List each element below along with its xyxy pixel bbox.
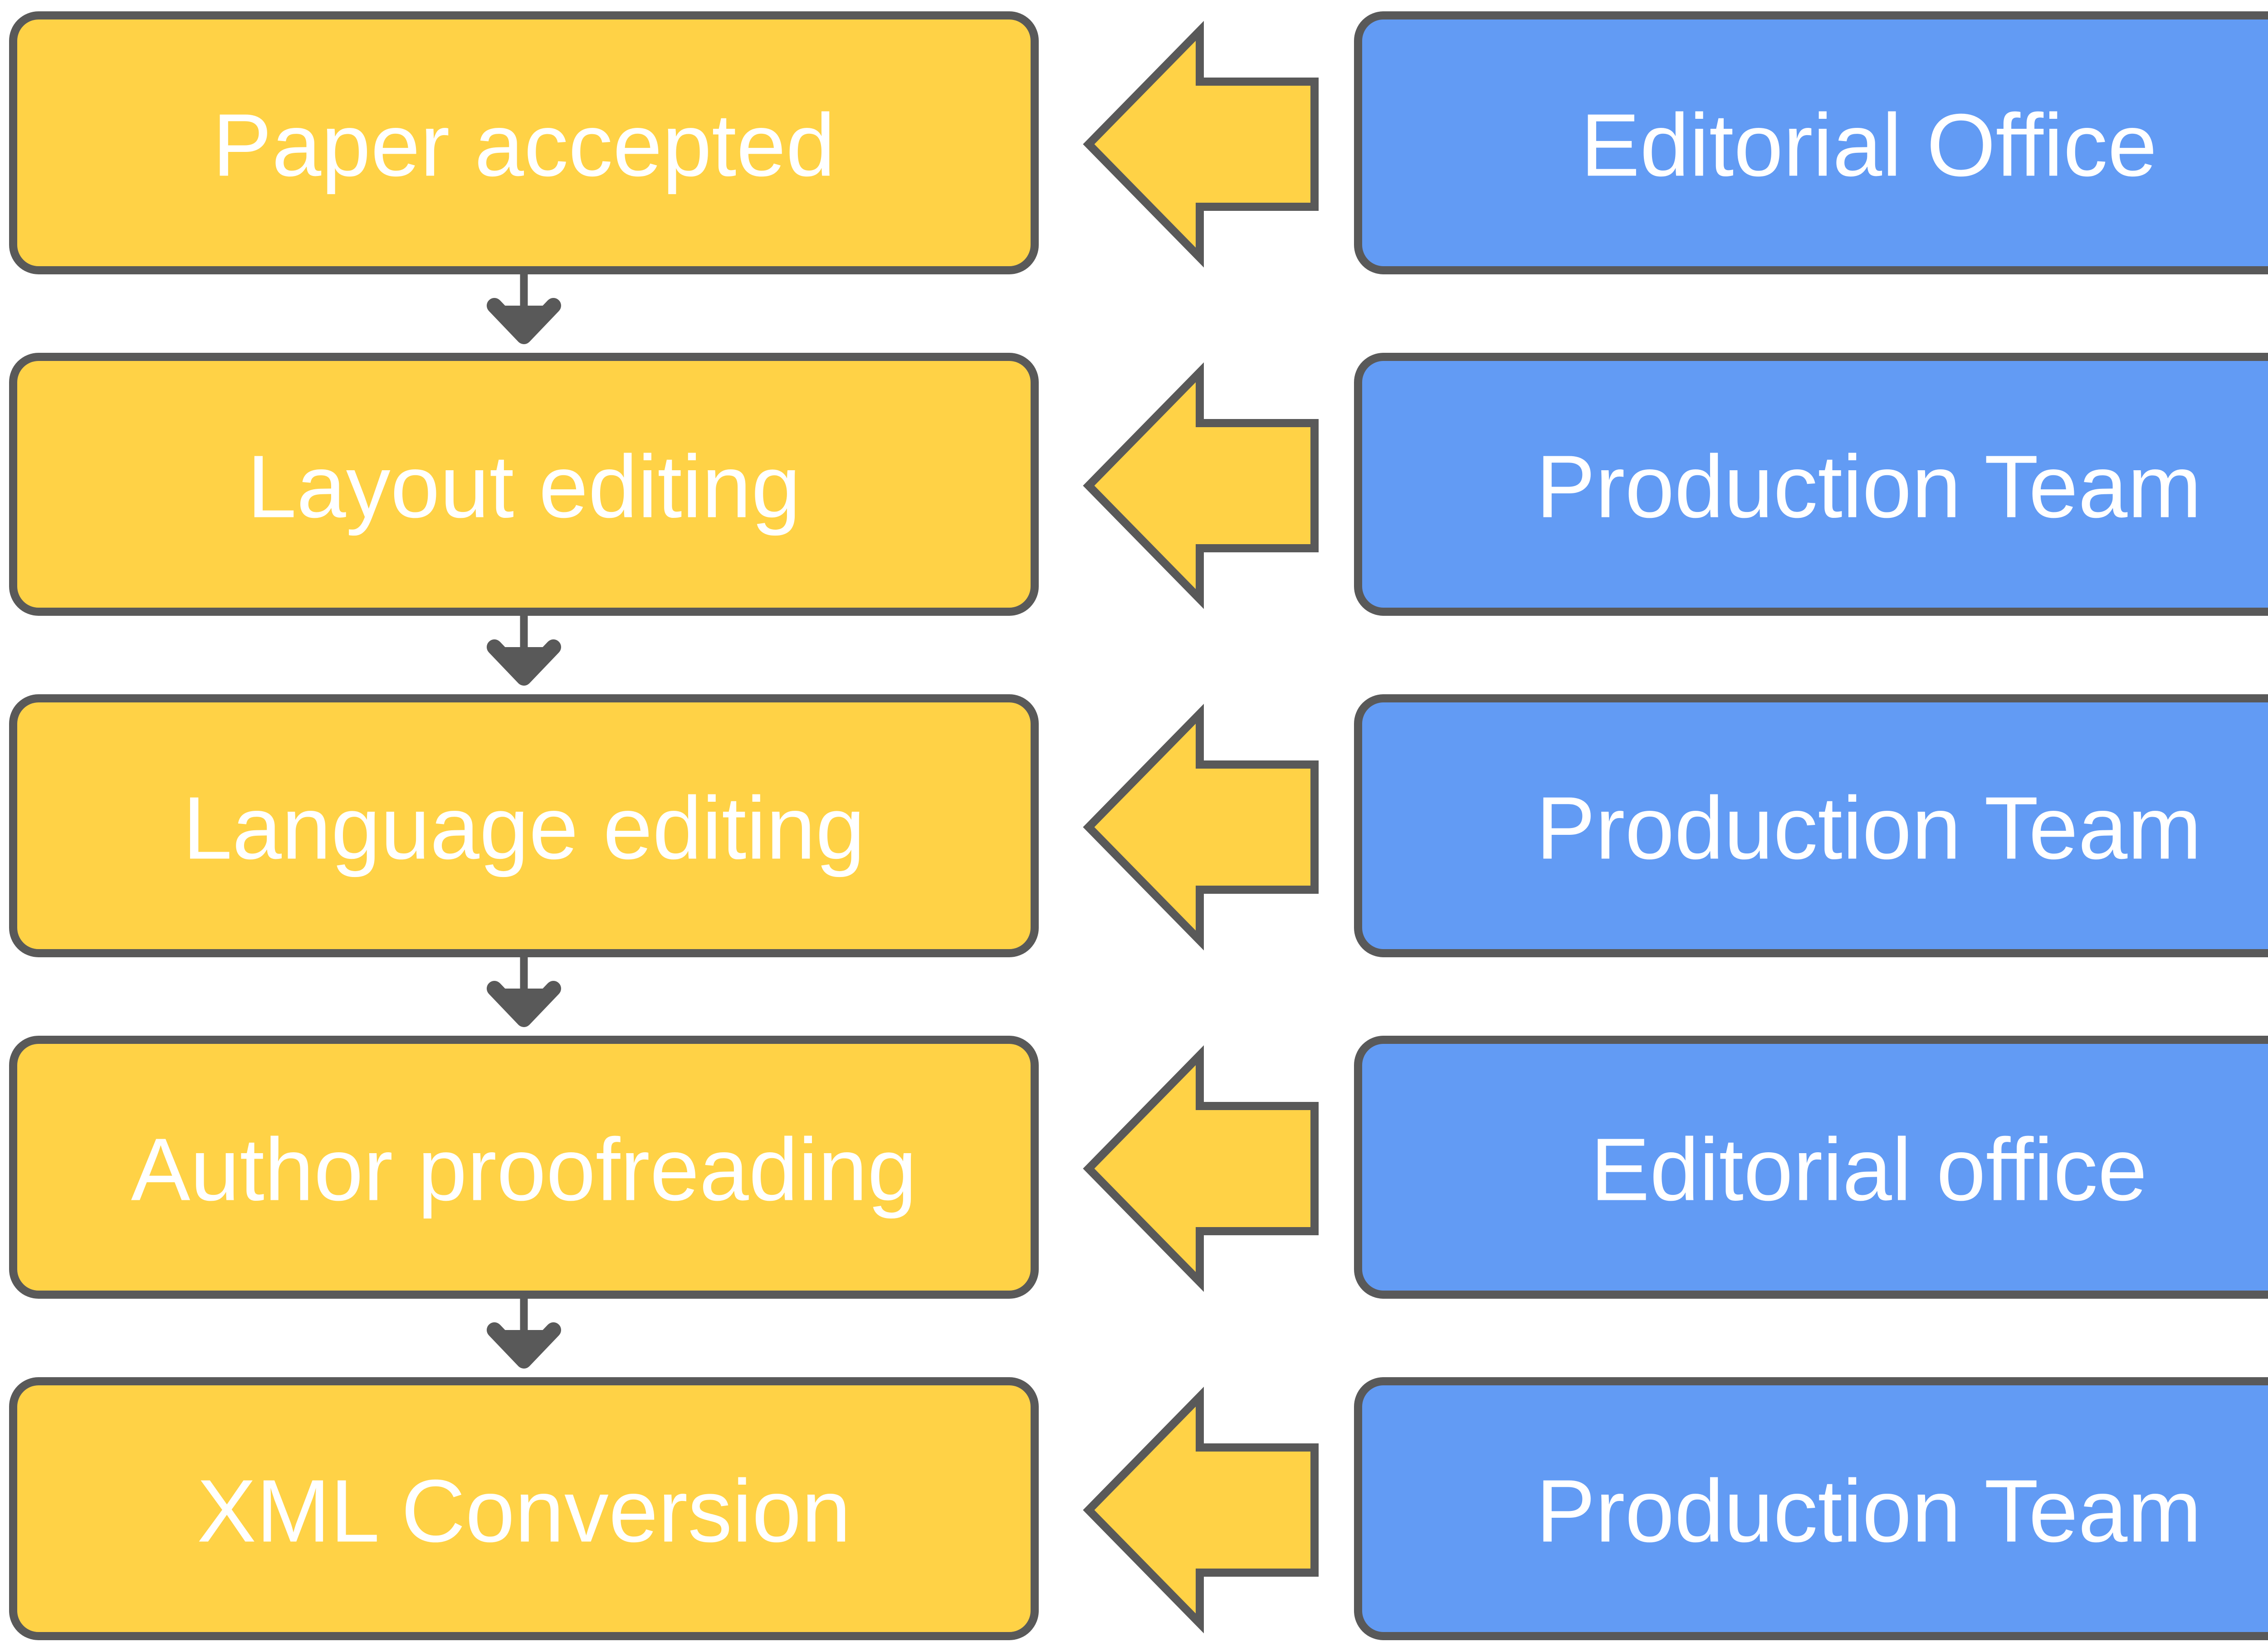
actor-label-3: Production Team [1536, 779, 2201, 878]
flow-connector-arrowhead-3 [487, 981, 561, 1027]
actor-label-5: Production Team [1536, 1462, 2201, 1561]
stage-box-2[interactable] [9, 353, 1039, 616]
actor-box-2[interactable] [1354, 353, 2268, 616]
assignment-arrow-3 [1083, 703, 1319, 951]
actor-box-1[interactable] [1354, 11, 2268, 274]
stage-label-3: Language editing [183, 779, 865, 878]
actor-box-3[interactable] [1354, 694, 2268, 957]
flow-connector-arrowhead-2 [487, 639, 561, 686]
actor-box-5[interactable] [1354, 1377, 2268, 1640]
actor-label-1: Editorial Office [1581, 96, 2157, 195]
stage-label-1: Paper accepted [213, 96, 836, 195]
stage-box-3[interactable] [9, 694, 1039, 957]
assignment-arrow-5 [1083, 1386, 1319, 1634]
stage-box-1[interactable] [9, 11, 1039, 274]
workflow-row-5: XML Conversion Production Team [9, 1377, 2268, 1640]
workflow-row-3: Language editing Production Team [9, 694, 2268, 1027]
actor-label-2: Production Team [1536, 437, 2201, 536]
stage-label-4: Author proofreading [131, 1120, 917, 1219]
actor-box-4[interactable] [1354, 1036, 2268, 1299]
assignment-arrow-4 [1083, 1045, 1319, 1292]
flow-connector-arrowhead-4 [487, 1322, 561, 1369]
actor-label-4: Editorial office [1590, 1120, 2147, 1219]
assignment-arrow-2 [1083, 362, 1319, 609]
workflow-row-1: Paper accepted Editorial Office [9, 11, 2268, 344]
assignment-arrow-1 [1083, 20, 1319, 268]
flow-connector-arrowhead-1 [487, 298, 561, 344]
workflow-row-4: Author proofreading Editorial office [9, 1036, 2268, 1369]
workflow-row-2: Layout editing Production Team [9, 353, 2268, 686]
stage-label-2: Layout editing [247, 437, 801, 536]
stage-box-5[interactable] [9, 1377, 1039, 1640]
stage-box-4[interactable] [9, 1036, 1039, 1299]
stage-label-5: XML Conversion [197, 1462, 851, 1561]
